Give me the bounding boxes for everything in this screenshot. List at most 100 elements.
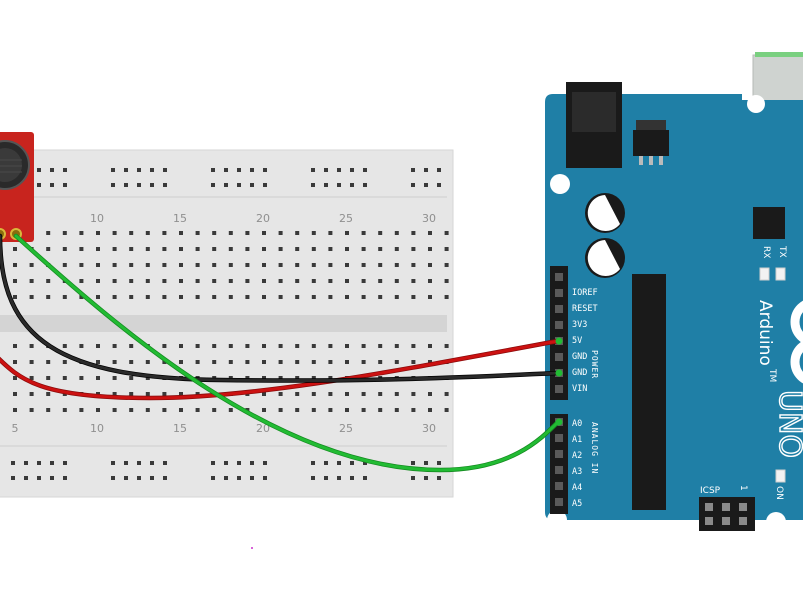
breadboard-hole bbox=[111, 183, 115, 187]
breadboard-hole bbox=[345, 295, 349, 299]
header-pin bbox=[555, 450, 563, 458]
breadboard-hole bbox=[311, 168, 315, 172]
breadboard-hole bbox=[195, 408, 200, 412]
breadboard-hole bbox=[278, 360, 283, 364]
breadboard-hole bbox=[162, 392, 167, 396]
breadboard-hole bbox=[424, 168, 428, 172]
breadboard-hole bbox=[361, 231, 366, 235]
breadboard-hole bbox=[224, 183, 228, 187]
breadboard-hole bbox=[295, 279, 300, 283]
breadboard-hole bbox=[212, 231, 217, 235]
breadboard-hole bbox=[444, 344, 449, 348]
breadboard-hole bbox=[424, 183, 428, 187]
breadboard-hole bbox=[345, 279, 349, 283]
mounting-hole bbox=[547, 510, 567, 530]
breadboard-hole bbox=[337, 461, 341, 465]
mounting-hole bbox=[550, 174, 570, 194]
breadboard-hole bbox=[263, 461, 267, 465]
breadboard-hole bbox=[278, 376, 283, 380]
breadboard-hole bbox=[394, 408, 399, 412]
breadboard-hole bbox=[179, 263, 183, 267]
arduino-brand-text: Arduino bbox=[755, 300, 775, 366]
breadboard-hole bbox=[350, 476, 354, 480]
breadboard-hole bbox=[13, 344, 17, 348]
uno-model-text: UNO bbox=[772, 390, 803, 458]
pin-label-3v3: 3V3 bbox=[572, 320, 587, 330]
breadboard-hole bbox=[29, 360, 34, 364]
breadboard-hole bbox=[295, 295, 300, 299]
breadboard-hole bbox=[411, 263, 416, 267]
breadboard-hole bbox=[378, 263, 383, 267]
breadboard-hole bbox=[79, 279, 84, 283]
breadboard-hole bbox=[411, 408, 416, 412]
breadboard-hole bbox=[228, 247, 233, 251]
pin-label-gnd: GND bbox=[572, 352, 587, 362]
breadboard-hole bbox=[46, 360, 51, 364]
breadboard-hole bbox=[263, 183, 267, 187]
column-number: 25 bbox=[339, 422, 353, 435]
breadboard-hole bbox=[278, 344, 283, 348]
breadboard-hole bbox=[29, 263, 34, 267]
pin-label-a5: A5 bbox=[572, 499, 582, 509]
breadboard-hole bbox=[129, 279, 134, 283]
breadboard-hole bbox=[437, 476, 441, 480]
breadboard-hole bbox=[311, 344, 316, 348]
breadboard-hole bbox=[345, 392, 349, 396]
breadboard-hole bbox=[79, 295, 84, 299]
breadboard-hole bbox=[112, 279, 117, 283]
breadboard-hole bbox=[262, 408, 266, 412]
power-group-label: POWER bbox=[590, 350, 599, 379]
column-numbers-top: 10 15 20 25 30 bbox=[90, 212, 436, 225]
breadboard-hole bbox=[228, 360, 233, 364]
breadboard-hole bbox=[278, 279, 283, 283]
capacitor bbox=[585, 193, 625, 233]
breadboard-hole bbox=[328, 279, 333, 283]
breadboard-hole bbox=[378, 247, 383, 251]
breadboard-hole bbox=[345, 231, 349, 235]
wire-end-a0 bbox=[555, 418, 563, 426]
breadboard-hole bbox=[428, 360, 432, 364]
breadboard-hole bbox=[262, 247, 266, 251]
breadboard-hole bbox=[361, 279, 366, 283]
breadboard-hole bbox=[350, 461, 354, 465]
breadboard-hole bbox=[444, 408, 449, 412]
breadboard-hole bbox=[350, 168, 354, 172]
breadboard-hole bbox=[361, 408, 366, 412]
breadboard-hole bbox=[79, 408, 84, 412]
breadboard-hole bbox=[295, 360, 300, 364]
breadboard-hole bbox=[295, 408, 300, 412]
breadboard-hole bbox=[328, 247, 333, 251]
breadboard-hole bbox=[324, 183, 328, 187]
led-label-rx: RX bbox=[761, 246, 771, 258]
breadboard-hole bbox=[328, 295, 333, 299]
breadboard-hole bbox=[295, 392, 300, 396]
breadboard-hole bbox=[150, 168, 154, 172]
breadboard-hole bbox=[394, 247, 399, 251]
breadboard-hole bbox=[262, 392, 266, 396]
breadboard-hole bbox=[361, 392, 366, 396]
breadboard-hole bbox=[428, 247, 432, 251]
header-pin bbox=[555, 273, 563, 281]
breadboard-hole bbox=[137, 461, 141, 465]
wire-end-gnd bbox=[555, 369, 563, 377]
breadboard-hole bbox=[345, 408, 349, 412]
breadboard-hole bbox=[179, 247, 183, 251]
breadboard-hole bbox=[345, 247, 349, 251]
breadboard-hole bbox=[62, 295, 67, 299]
breadboard-hole bbox=[250, 183, 254, 187]
breadboard-hole bbox=[50, 183, 54, 187]
breadboard-hole bbox=[311, 183, 315, 187]
breadboard-hole bbox=[163, 461, 167, 465]
breadboard-rail-divider-bottom bbox=[0, 445, 447, 447]
column-number: 20 bbox=[256, 212, 270, 225]
breadboard-hole bbox=[163, 183, 167, 187]
header-pin bbox=[555, 482, 563, 490]
breadboard-hole bbox=[13, 247, 17, 251]
breadboard-hole bbox=[179, 392, 183, 396]
breadboard-center-channel bbox=[0, 315, 447, 332]
breadboard-hole bbox=[162, 279, 167, 283]
capacitor bbox=[585, 238, 625, 278]
breadboard-hole bbox=[224, 461, 228, 465]
breadboard-hole bbox=[129, 295, 134, 299]
breadboard-hole bbox=[311, 376, 316, 380]
